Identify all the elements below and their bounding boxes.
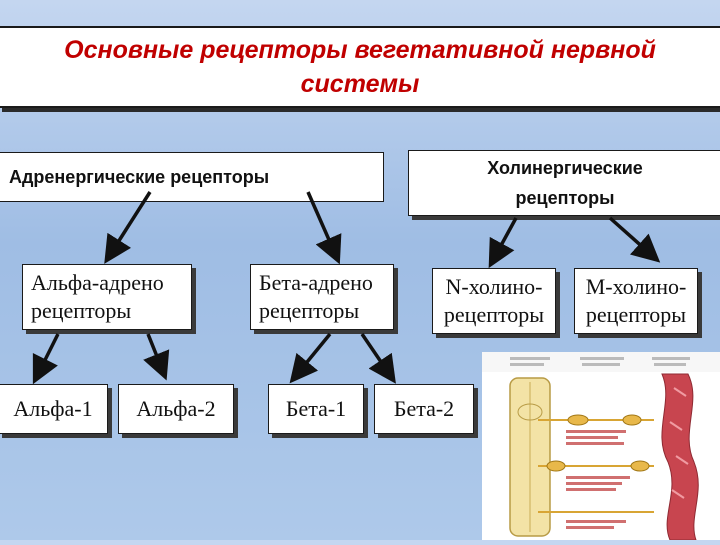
ganglion-2 bbox=[546, 460, 566, 472]
adrenergic-box: Адренергические рецепторы bbox=[0, 152, 384, 202]
arrow-beta-to-beta1 bbox=[289, 332, 332, 384]
arrow-beta-to-beta2 bbox=[360, 333, 396, 384]
adrenergic-label: Адренергические рецепторы bbox=[9, 166, 270, 187]
slide-title: Основные рецепторы вегетативной нервной … bbox=[64, 36, 656, 98]
cholinergic-label: Холинергические рецепторы bbox=[487, 158, 643, 208]
beta-adreno-label: Бета-адрено рецепторы bbox=[259, 270, 373, 323]
alpha-adreno-box: Альфа-адрено рецепторы bbox=[22, 264, 192, 330]
beta2-label: Бета-2 bbox=[393, 396, 455, 421]
autonomic-pathway-illustration bbox=[482, 352, 720, 541]
alpha2-box: Альфа-2 bbox=[118, 384, 234, 434]
cholinergic-box: Холинергические рецепторы bbox=[408, 150, 720, 216]
alpha1-box: Альфа-1 bbox=[0, 384, 108, 434]
arrow-adrenergic-to-alpha bbox=[104, 191, 152, 264]
beta2-box: Бета-2 bbox=[374, 384, 474, 434]
title-box: Основные рецепторы вегетативной нервной … bbox=[0, 26, 720, 108]
arrow-cholinergic-to-m bbox=[608, 216, 661, 263]
arrow-cholinergic-to-n bbox=[488, 217, 518, 269]
m-cholino-box: М-холино-рецепторы bbox=[574, 268, 698, 334]
arrow-alpha-to-alpha2 bbox=[143, 333, 170, 381]
caption-block-middle bbox=[580, 357, 624, 360]
m-cholino-label: М-холино-рецепторы bbox=[585, 274, 687, 327]
beta-adreno-box: Бета-адрено рецепторы bbox=[250, 264, 394, 330]
arrow-alpha-to-alpha1 bbox=[32, 333, 60, 385]
alpha1-label: Альфа-1 bbox=[13, 396, 93, 421]
vessel-wall bbox=[661, 373, 699, 541]
n-cholino-box: N-холино-рецепторы bbox=[432, 268, 556, 334]
caption-block-right bbox=[652, 357, 690, 360]
caption-block-left bbox=[510, 357, 550, 360]
arrow-adrenergic-to-beta bbox=[306, 191, 342, 265]
n-cholino-label: N-холино-рецепторы bbox=[443, 274, 545, 327]
beta1-box: Бета-1 bbox=[268, 384, 364, 434]
ganglion-1 bbox=[567, 414, 589, 426]
alpha-adreno-label: Альфа-адрено рецепторы bbox=[31, 270, 164, 323]
beta1-label: Бета-1 bbox=[285, 396, 347, 421]
alpha2-label: Альфа-2 bbox=[136, 396, 216, 421]
anatomy-figure bbox=[482, 352, 720, 541]
